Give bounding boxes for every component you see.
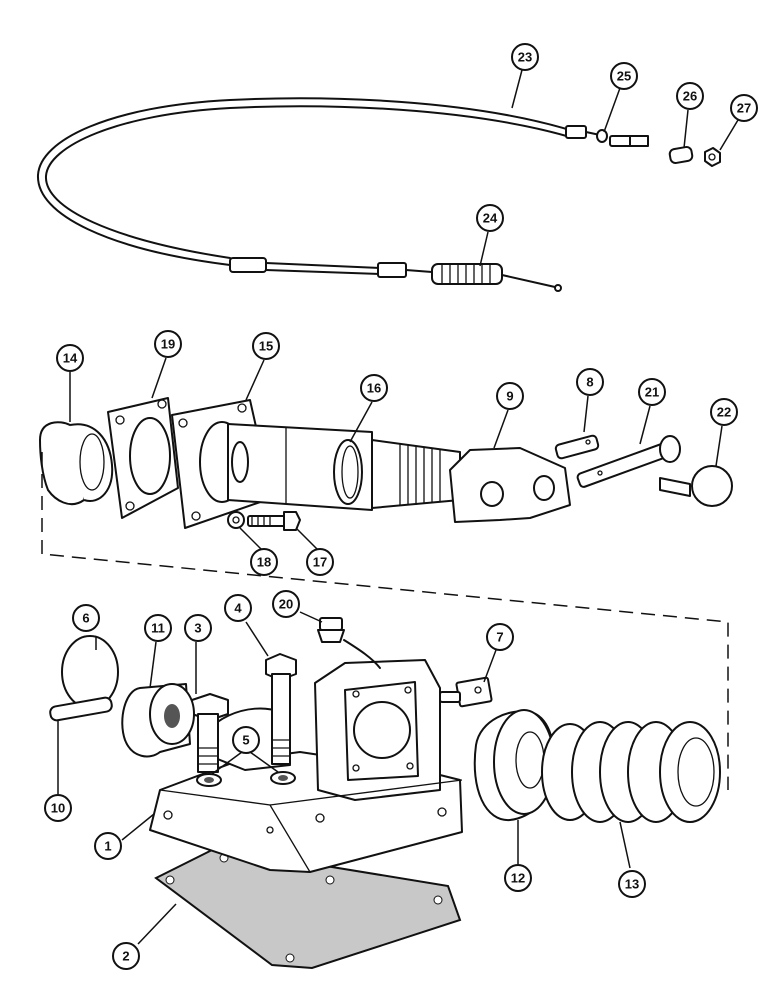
svg-text:18: 18 [257,555,271,570]
bolt-17 [247,511,301,531]
callout-4: 4 [224,594,252,622]
callout-12: 12 [504,864,532,892]
shaft-assembly [39,397,571,529]
callout-9: 9 [496,382,524,410]
callout-20: 20 [272,590,300,618]
svg-text:4: 4 [234,601,242,616]
svg-text:19: 19 [161,337,175,352]
svg-text:16: 16 [367,381,381,396]
svg-text:24: 24 [483,211,498,226]
bolt-3 [191,693,229,773]
washer-18 [227,511,245,529]
svg-text:2: 2 [122,949,129,964]
svg-text:17: 17 [313,555,327,570]
block-7 [439,676,493,708]
svg-text:1: 1 [104,839,111,854]
bushing-11 [121,683,195,758]
callout-22: 22 [710,398,738,426]
callout-23: 23 [511,43,539,71]
svg-text:11: 11 [151,621,165,636]
callout-26: 26 [676,82,704,110]
svg-text:20: 20 [279,597,293,612]
callout-14: 14 [56,344,84,372]
svg-text:5: 5 [242,733,249,748]
svg-text:13: 13 [625,877,639,892]
callout-1: 1 [94,832,122,860]
callout-11: 11 [144,614,172,642]
callout-21: 21 [638,378,666,406]
svg-text:15: 15 [259,339,273,354]
svg-text:7: 7 [496,630,503,645]
callout-18: 18 [250,548,278,576]
callout-24: 24 [476,204,504,232]
housing-1 [149,659,463,873]
callout-2: 2 [112,942,140,970]
spring-13 [541,721,721,823]
callout-15: 15 [252,332,280,360]
spring-seat-12 [473,709,556,822]
callout-19: 19 [154,330,182,358]
alignment-dashed-line [41,452,729,790]
callout-13: 13 [618,870,646,898]
control-cable [36,97,649,292]
callout-10: 10 [44,794,72,822]
callout-3: 3 [184,614,212,642]
svg-text:12: 12 [511,871,525,886]
callout-5: 5 [232,726,260,754]
grease-fitting-20 [317,617,381,669]
svg-text:27: 27 [737,101,751,116]
callout-27: 27 [730,94,758,122]
pin-10 [49,696,113,722]
pin-8 [554,434,600,460]
svg-text:8: 8 [586,375,593,390]
svg-text:25: 25 [617,69,631,84]
disc-6 [61,635,119,709]
pin-21 [576,435,681,488]
callout-17: 17 [306,548,334,576]
svg-text:3: 3 [194,621,201,636]
svg-text:21: 21 [645,385,659,400]
cable-spring-end [431,263,503,285]
svg-text:10: 10 [51,801,65,816]
bolt-4 [265,653,297,765]
cable-clevis-pin [668,145,694,165]
washers-5 [196,771,296,787]
svg-text:9: 9 [506,389,513,404]
svg-text:23: 23 [518,50,532,65]
svg-text:22: 22 [717,405,731,420]
callout-25: 25 [610,62,638,90]
callout-6: 6 [72,604,100,632]
cable-nut [704,147,721,167]
callout-7: 7 [486,623,514,651]
svg-text:6: 6 [82,611,89,626]
svg-text:26: 26 [683,89,697,104]
leader-lines [57,69,739,945]
callout-16: 16 [360,374,388,402]
svg-text:14: 14 [63,351,78,366]
callout-8: 8 [576,368,604,396]
spring-clip-22 [659,465,733,507]
